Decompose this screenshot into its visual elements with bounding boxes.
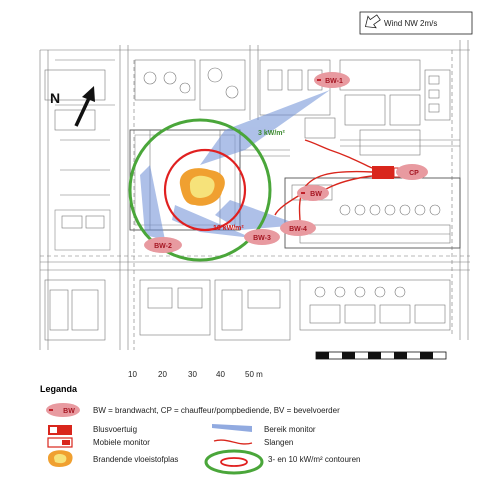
legend-item-contours-text: 3- en 10 kW/m² contouren <box>268 455 360 464</box>
monitor-reach-layer <box>140 90 330 240</box>
unit-marker-cp: CP <box>396 164 428 180</box>
unit-marker-bv: BW <box>297 185 329 201</box>
wind-arrow-icon <box>364 14 381 29</box>
contour-10kw <box>163 148 247 232</box>
scale-tick: 30 <box>188 370 197 379</box>
fire-vehicle-cp <box>372 166 401 179</box>
legend-symbol-mobile-monitor <box>47 437 73 448</box>
burning-pool <box>179 168 225 206</box>
legend-item-vehicle-text: Blusvoertuig <box>93 425 137 434</box>
scale-tick: 10 <box>128 370 137 379</box>
legend: Leganda BW BW = brandwacht, CP = chauffe… <box>40 384 360 475</box>
scale-ticks: 10 20 30 40 50 m <box>128 370 263 379</box>
legend-item-hose-text: Slangen <box>264 438 293 447</box>
reach-fan-bw4 <box>215 200 300 230</box>
svg-text:BW-1: BW-1 <box>325 78 343 85</box>
svg-text:CP: CP <box>409 170 419 177</box>
unit-marker-bw4: BW-4 <box>280 220 316 236</box>
heat-contours <box>128 118 272 262</box>
svg-text:BW: BW <box>310 191 322 198</box>
wind-label: Wind NW 2m/s <box>384 19 437 28</box>
legend-item-unit-text: BW = brandwacht, CP = chauffeur/pompbedi… <box>93 406 340 415</box>
scale-tick: 50 m <box>245 370 263 379</box>
wind-indicator: Wind NW 2m/s <box>359 11 473 35</box>
legend-symbol-pool <box>48 450 73 467</box>
scale-tick: 40 <box>216 370 225 379</box>
svg-text:BW-3: BW-3 <box>253 235 271 242</box>
north-arrow-icon <box>74 86 95 127</box>
svg-text:BW-2: BW-2 <box>154 243 172 250</box>
legend-symbol-vehicle <box>48 425 72 435</box>
scale-tick: 20 <box>158 370 167 379</box>
reach-fan-bw1 <box>200 90 330 165</box>
legend-item-mobile-monitor-text: Mobiele monitor <box>93 438 150 447</box>
unit-marker-bw2: BW-2 <box>144 237 182 253</box>
site-plan-basemap <box>39 40 470 350</box>
legend-item-reach-text: Bereik monitor <box>264 425 316 434</box>
legend-symbol-contours <box>204 449 264 475</box>
contour-3kw <box>128 118 272 262</box>
contour-3kw-label: 3 kW/m² <box>258 130 286 137</box>
legend-title: Leganda <box>40 384 78 394</box>
hose-lines <box>274 139 373 223</box>
north-arrow: N <box>50 86 95 127</box>
contour-10kw-label: 10 kW/m² <box>213 225 244 232</box>
reach-fan-bw2 <box>140 165 165 240</box>
svg-text:BW: BW <box>63 408 75 415</box>
svg-text:BW-4: BW-4 <box>289 226 307 233</box>
scale-bar <box>315 351 447 360</box>
legend-item-pool-text: Brandende vloeistofplas <box>93 455 178 464</box>
unit-marker-bw3: BW-3 <box>244 229 280 245</box>
legend-symbol-unit-marker: BW <box>46 403 80 417</box>
reach-fan-bw3 <box>172 205 252 238</box>
legend-symbol-reach <box>212 424 252 432</box>
unit-marker-bw1: BW-1 <box>314 72 350 88</box>
legend-symbol-hose <box>213 439 253 445</box>
north-label: N <box>50 90 60 106</box>
